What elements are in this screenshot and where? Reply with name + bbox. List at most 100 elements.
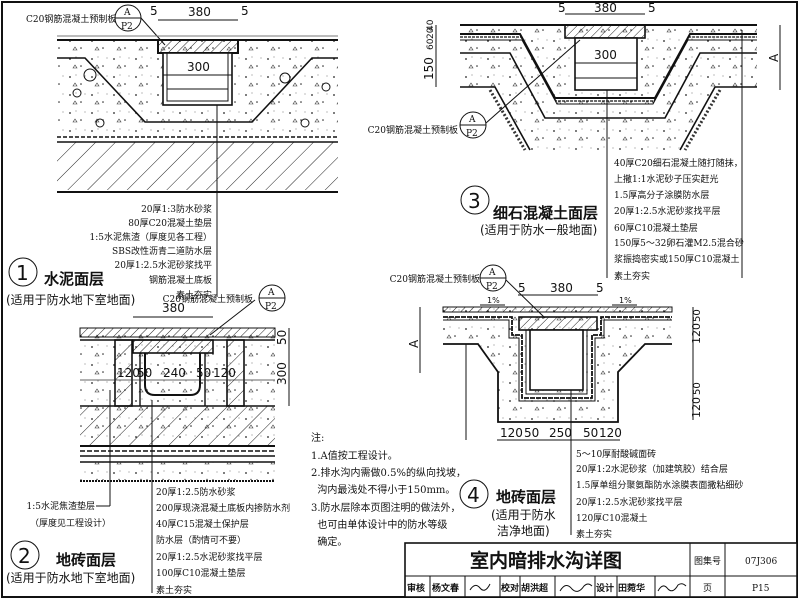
svg-text:P2: P2: [121, 22, 133, 32]
svg-text:A: A: [123, 8, 131, 18]
dim: 50: [524, 426, 539, 440]
designer-signature: [657, 583, 687, 592]
drain-channel: [529, 329, 584, 391]
reviewer-name: 杨文春: [432, 582, 460, 594]
dim: 120: [599, 426, 622, 440]
precast-cover-slab: [518, 316, 598, 331]
section-subtitle: 洁净地面): [497, 524, 550, 538]
side-label: 1:5水泥焦渣垫层: [27, 500, 96, 512]
detail-bubble-icon: A P2: [459, 111, 487, 139]
reviewer-signature: [469, 583, 491, 591]
note-line: 沟内最浅处不得小于150mm。: [311, 483, 455, 496]
title-block: 室内暗排水沟详图 图集号 07J306 审核 杨文春 校对 胡洪超 设计 田菀华…: [404, 542, 798, 598]
layer-label: 20厚1:3防水砂浆: [141, 203, 212, 215]
section-number-circle: [460, 185, 490, 215]
dim: 20: [426, 27, 436, 39]
dim: 50: [583, 426, 598, 440]
layer-label: 浆振捣密实或150厚C10混凝土: [614, 253, 740, 265]
layer-label: 20厚1:2.5防水砂浆: [156, 486, 236, 498]
layer-label: 钢筋混凝土底板: [149, 274, 212, 286]
section-subtitle: (适用于防水地下室地面): [6, 292, 135, 307]
layer-label: 40厚C15混凝土保护层: [156, 518, 249, 530]
dim: 50: [692, 382, 703, 395]
dim: 120: [117, 366, 140, 380]
section-4-tile-floor-clean: C20钢筋混凝土预制板 A P2 5 380 5 1% 1% A 50 120 …: [390, 264, 743, 540]
layer-label: 20厚1:2.5水泥砂浆找平层: [576, 496, 683, 508]
slope-label: 1%: [619, 296, 632, 305]
layer-label: 防水层（酌情可不要）: [156, 534, 246, 546]
precast-cover-slab: [157, 39, 239, 54]
section-1-cement-floor: C20钢筋混凝土预制板 A P2 5 380 5 300 20厚1:3防水砂浆 …: [6, 4, 338, 307]
layer-label: SBS改性沥青二道防水层: [112, 245, 212, 257]
section-subtitle: (适用于防水地下室地面): [6, 570, 135, 585]
svg-text:A: A: [488, 268, 496, 278]
section-title: 地砖面层: [496, 488, 556, 506]
dim-a: A: [407, 339, 421, 348]
layer-label: 素土夯实: [614, 270, 650, 282]
detail-bubble-icon: A P2: [114, 4, 142, 32]
precast-cover-slab: [132, 339, 214, 354]
precast-slab-label: C20钢筋混凝土预制板: [26, 13, 116, 25]
layer-label: 20厚1:2.5水泥砂浆找平层: [156, 551, 263, 563]
dim-width: 380: [188, 5, 211, 19]
precast-slab-label: C20钢筋混凝土预制板: [368, 124, 458, 136]
dim: 120: [500, 426, 523, 440]
drawing-title: 室内暗排水沟详图: [470, 549, 622, 572]
dim-a: A: [767, 53, 781, 62]
layer-label: 1.5厚高分子涂膜防水层: [614, 189, 709, 201]
dim: 50: [692, 309, 703, 322]
layer-label: 素土夯实: [576, 528, 612, 540]
design-label: 设计: [596, 582, 614, 594]
layer-label: 素土夯实: [156, 584, 192, 596]
review-label: 审核: [407, 582, 425, 594]
svg-text:P2: P2: [466, 129, 478, 139]
dim-gap-right: 5: [241, 4, 249, 18]
note-line: 也可由单体设计中的防水等级: [311, 518, 447, 531]
page-number: P15: [752, 584, 770, 594]
note-line: 3.防水层除本页图注明的做法外，: [311, 501, 461, 514]
section-subtitle: (适用于防水: [491, 507, 556, 522]
section-title: 地砖面层: [56, 551, 116, 569]
check-label: 校对: [501, 582, 519, 594]
layer-label: 20厚1:2水泥砂浆（加建筑胶）结合层: [576, 463, 728, 475]
dim-width: 380: [594, 1, 617, 15]
notes: 注: 1.A值按工程设计。 2.排水沟内需做0.5%的纵向找坡， 沟内最浅处不得…: [311, 431, 466, 548]
layer-label: 120厚C10混凝土: [576, 512, 648, 524]
section-subtitle: (适用于防水一般地面): [480, 222, 597, 237]
dim-gap-right: 5: [648, 1, 656, 15]
checker-name: 胡洪超: [521, 582, 549, 594]
side-label-note: （厚度见工程设计）: [30, 517, 111, 529]
layer-label: 200厚现浇混凝土底板内掺防水剂: [156, 502, 290, 514]
designer-name: 田菀华: [618, 582, 645, 594]
section-title: 水泥面层: [44, 270, 104, 288]
dim: 300: [275, 362, 289, 385]
section-number: 1: [16, 261, 29, 285]
section-number-circle: [459, 479, 489, 509]
atlas-label: 图集号: [694, 555, 721, 567]
dim: 250: [549, 426, 572, 440]
svg-text:A: A: [468, 115, 476, 125]
dim: 50: [137, 366, 152, 380]
detail-bubble-icon: A P2: [479, 264, 507, 292]
layer-label: 5～10厚耐酸碱面砖: [576, 448, 656, 460]
dim: 120: [213, 366, 236, 380]
dim: 60: [426, 38, 436, 50]
dim: 150: [422, 57, 436, 80]
notes-heading: 注:: [311, 431, 324, 444]
section-number: 4: [467, 483, 480, 507]
section-number: 3: [468, 189, 481, 213]
dim-inner: 300: [187, 60, 210, 74]
drain-channel: [162, 52, 233, 106]
layer-label: 20厚1:2.5水泥砂浆找平层: [614, 205, 721, 217]
section-number: 2: [18, 544, 31, 568]
dim-gap-left: 5: [518, 281, 526, 295]
layer-label: 150厚5～32卵石灌M2.5混合砂: [614, 237, 744, 249]
layer-label: 80厚C20混凝土垫层: [128, 217, 212, 229]
section-number-circle: [10, 540, 40, 570]
layer-label: 上撒1:1水泥砂子压实赶光: [614, 173, 719, 185]
dim-width: 380: [162, 301, 185, 315]
page-label: 页: [703, 583, 712, 594]
dim-gap-left: 5: [150, 4, 158, 18]
dim-gap-right: 5: [596, 281, 604, 295]
dim-width: 380: [550, 281, 573, 295]
